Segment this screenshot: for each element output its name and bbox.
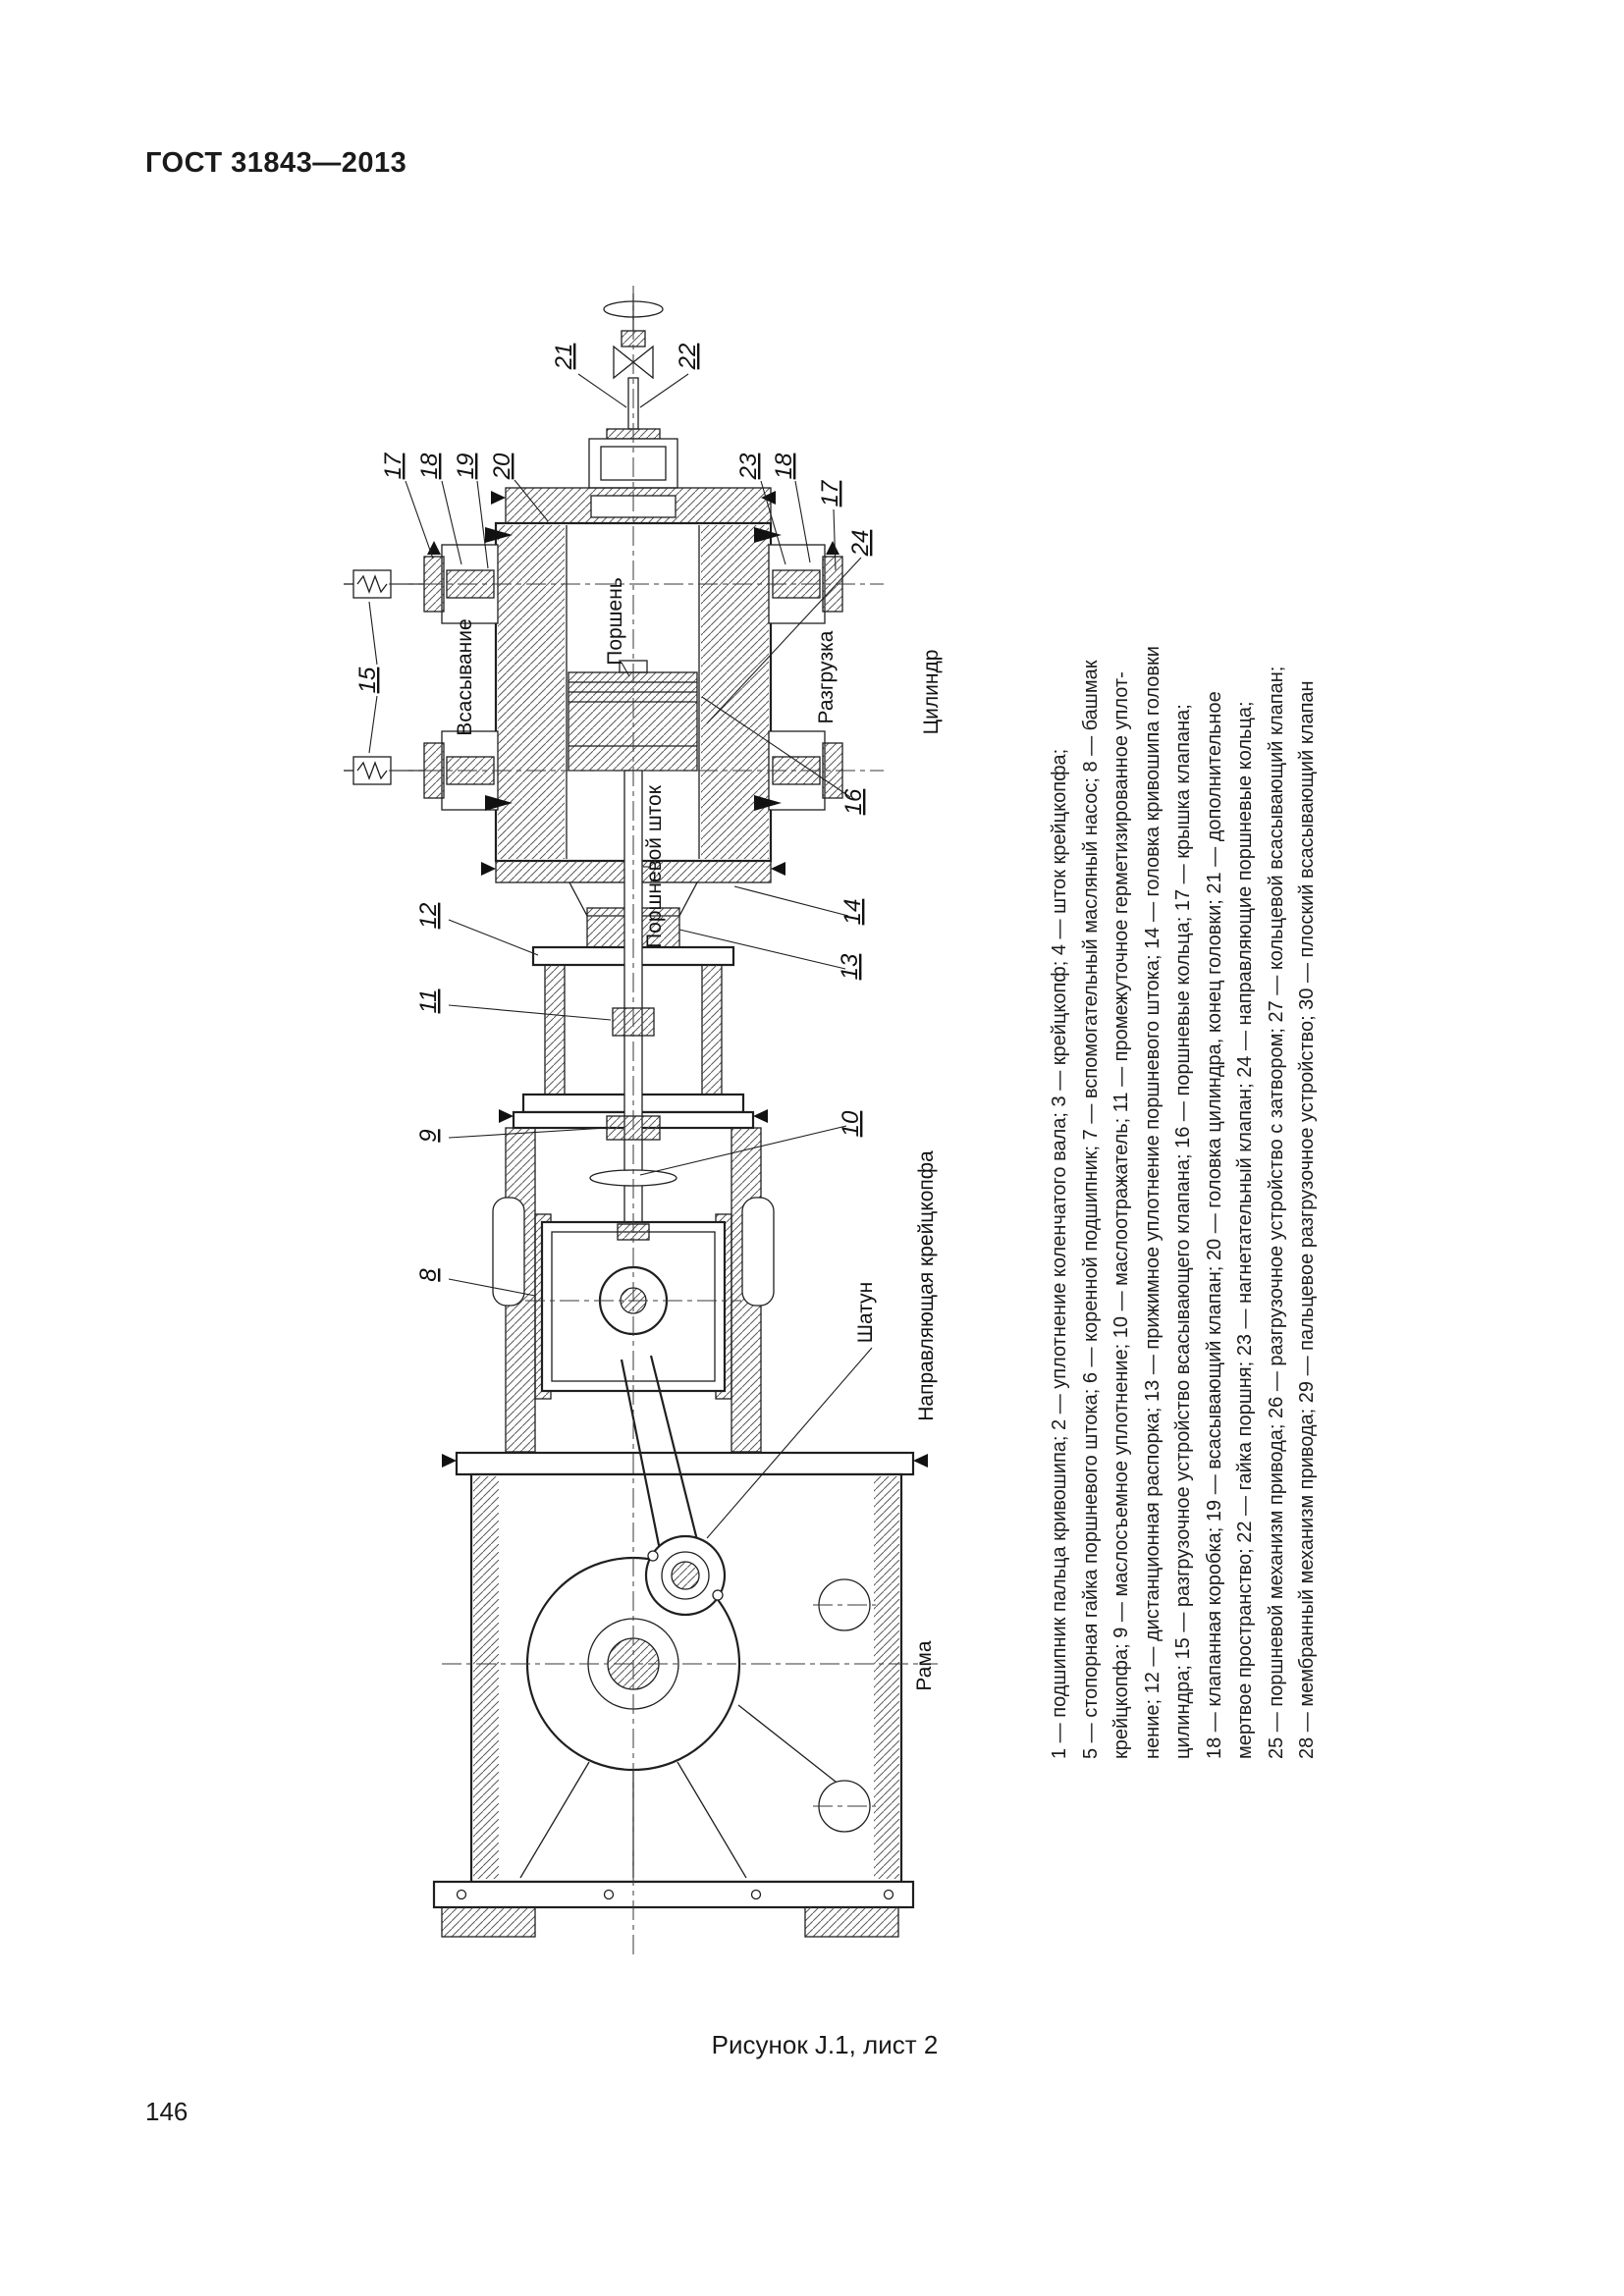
legend-line: мертвое пространство; 22 — гайка поршня;… [1234, 701, 1256, 1759]
callout-21: 21 [551, 344, 577, 371]
callout-20: 20 [489, 453, 515, 480]
legend-line: 18 — клапанная коробка; 19 — всасывающий… [1203, 691, 1225, 1759]
figure-legend: 1 — подшипник пальца кривошипа; 2 — упло… [1045, 503, 1324, 1759]
callout-18-right: 18 [771, 453, 797, 479]
callout-11: 11 [415, 989, 442, 1014]
label-cylinder: Цилиндр [920, 650, 943, 735]
label-crosshead-guide: Направляющая крейцкопфа [915, 1150, 938, 1421]
legend-line: 5 — стопорная гайка поршневого штока; 6 … [1079, 660, 1102, 1759]
clearance-pocket [505, 438, 772, 526]
callout-22: 22 [675, 344, 701, 371]
callout-19: 19 [453, 454, 479, 480]
legend-line: нение; 12 — дистанционная распорка; 13 —… [1141, 646, 1164, 1759]
legend-line: цилиндра; 15 — разгрузочное устройство в… [1172, 704, 1194, 1759]
callout-14: 14 [839, 899, 866, 926]
compressor-cross-section: 21 22 17 18 19 20 23 18 17 24 15 16 14 1… [344, 286, 943, 1954]
callout-18-left: 18 [416, 453, 443, 479]
centerlines [389, 286, 938, 1954]
callout-17-left: 17 [380, 452, 406, 479]
callout-16: 16 [840, 788, 867, 815]
label-suction: Всасывание [454, 618, 476, 735]
label-piston: Поршень [604, 577, 626, 666]
callout-13: 13 [837, 953, 863, 980]
page-number: 146 [145, 2097, 189, 2126]
figure-caption: Рисунок J.1, лист 2 [711, 2030, 939, 2059]
callout-10: 10 [838, 1110, 864, 1137]
callout-15: 15 [354, 667, 381, 693]
suction-unloader-actuators [344, 569, 424, 785]
legend-line: 1 — подшипник пальца кривошипа; 2 — упло… [1049, 748, 1070, 1759]
fastener-marks [427, 491, 928, 1468]
crosshead-guide-structure [492, 1110, 775, 1453]
callout-23: 23 [735, 453, 762, 480]
callout-9: 9 [415, 1129, 442, 1142]
figure-drawing: 21 22 17 18 19 20 23 18 17 24 15 16 14 1… [295, 280, 1031, 1968]
callout-12: 12 [415, 903, 442, 930]
legend-line: крейцкопфа; 9 — маслосъемное уплотнение;… [1110, 671, 1132, 1759]
label-connecting-rod: Шатун [854, 1282, 877, 1343]
label-unloading: Разгрузка [815, 630, 838, 723]
legend-line: 28 — мембранный механизм привода; 29 — п… [1296, 680, 1318, 1759]
legend-line: 25 — поршневой механизм привода; 26 — ра… [1265, 666, 1287, 1759]
callout-leader-lines [368, 373, 873, 1539]
label-frame: Рама [913, 1640, 936, 1690]
callout-17-right: 17 [817, 479, 843, 507]
page-header: ГОСТ 31843—2013 [145, 147, 407, 179]
connecting-rod-part [620, 1355, 727, 1617]
suction-flow-arrow-icon [485, 527, 513, 811]
callout-8: 8 [415, 1268, 442, 1282]
unloading-flow-arrow-icon [754, 527, 782, 811]
callout-24: 24 [847, 530, 874, 558]
label-piston-rod: Поршневой шток [643, 784, 666, 948]
